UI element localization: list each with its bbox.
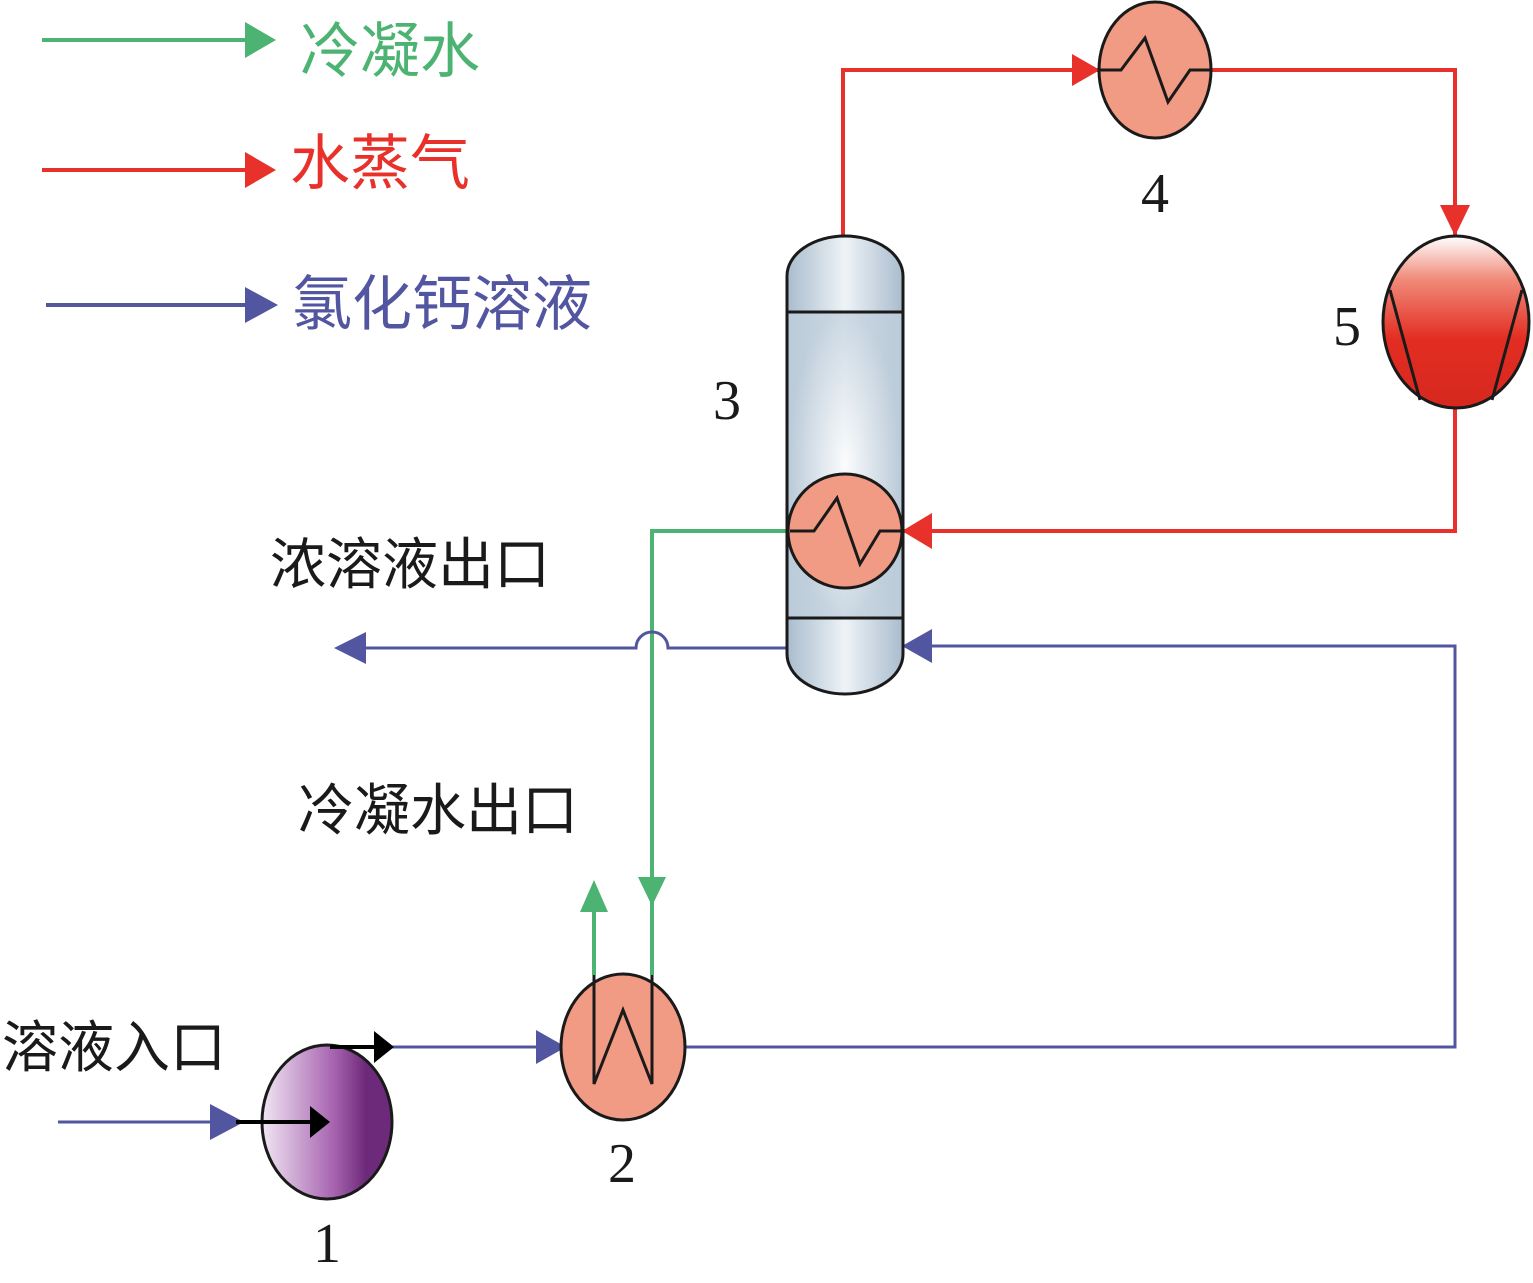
arrow-right-icon <box>536 1030 566 1064</box>
solution-inlet-label: 溶液入口 <box>2 1016 226 1081</box>
arrow-down-icon <box>1440 205 1470 236</box>
arrow-right-icon <box>245 152 276 188</box>
condensate-outlet-label: 冷凝水出口 <box>298 779 578 844</box>
legend-steam-label: 水蒸气 <box>290 129 470 199</box>
steam-pipe-to-evaporator <box>902 408 1457 533</box>
pump-1 <box>236 1031 394 1201</box>
arrow-right-icon <box>1072 54 1100 86</box>
compressor-5 <box>1381 234 1531 410</box>
arrow-up-icon <box>580 880 608 912</box>
solution-pipe-to-evaporator <box>686 644 1457 1049</box>
heater-number: 4 <box>1141 163 1169 225</box>
compressor-number: 5 <box>1333 296 1361 358</box>
arrow-right-icon <box>210 1104 244 1140</box>
steam-pipe-to-compressor <box>1210 68 1457 235</box>
evaporator-vessel <box>785 234 905 696</box>
legend-condensate: 冷凝水 <box>42 17 480 87</box>
concentrate-outlet-label: 浓溶液出口 <box>270 533 550 598</box>
heater-4 <box>1097 0 1213 140</box>
steam-pipe-to-heater <box>841 68 1098 238</box>
arrow-down-icon <box>638 877 666 906</box>
evaporator-coil <box>786 472 904 590</box>
legend-solution: 氯化钙溶液 <box>46 270 592 340</box>
arrow-left-icon <box>334 632 366 664</box>
pump-number: 1 <box>313 1213 341 1275</box>
arrow-right-icon <box>245 287 278 323</box>
condensate-pipe <box>650 529 788 975</box>
legend: 冷凝水 水蒸气 氯化钙溶液 <box>42 17 592 340</box>
arrow-right-icon <box>245 22 276 58</box>
legend-solution-label: 氯化钙溶液 <box>292 270 592 340</box>
legend-condensate-label: 冷凝水 <box>300 17 480 87</box>
arrow-left-icon <box>902 513 932 549</box>
concentrate-outlet-pipe <box>365 630 788 650</box>
legend-steam: 水蒸气 <box>42 129 470 199</box>
evaporator-number: 3 <box>713 370 741 432</box>
arrow-left-icon <box>902 629 932 663</box>
preheater-number: 2 <box>608 1133 636 1195</box>
preheater-2 <box>559 972 687 1122</box>
